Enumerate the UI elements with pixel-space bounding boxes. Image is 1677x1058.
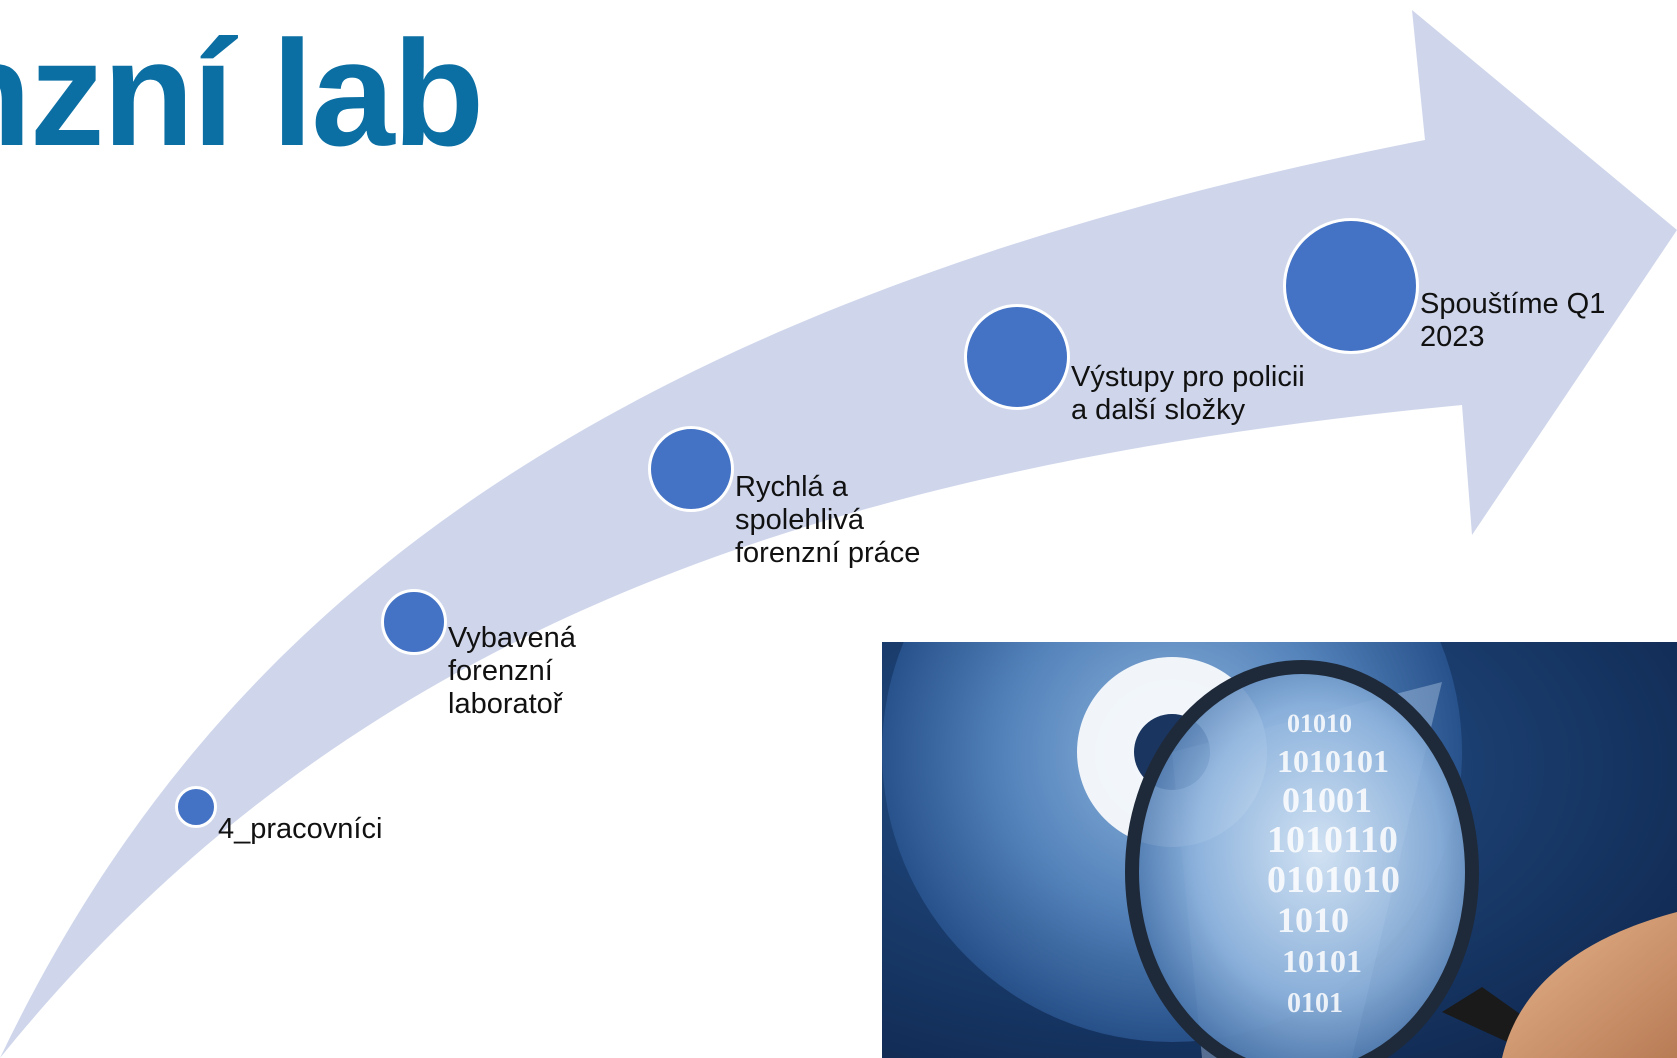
milestone-1-label: 4_pracovníci	[218, 813, 383, 845]
svg-text:1010: 1010	[1277, 900, 1349, 940]
forensics-photo: 01010 1010101 01001 1010110 0101010 1010…	[882, 642, 1677, 1058]
timeline-arrow-shape	[0, 10, 1677, 1058]
svg-text:01001: 01001	[1282, 780, 1372, 820]
magnifying-glass-icon: 01010 1010101 01001 1010110 0101010 1010…	[882, 642, 1677, 1058]
milestone-2-dot	[381, 589, 447, 655]
milestone-3-dot	[648, 426, 734, 512]
svg-text:0101010: 0101010	[1267, 859, 1400, 901]
milestone-1-dot	[175, 786, 217, 828]
svg-text:1010110: 1010110	[1267, 819, 1398, 861]
milestone-5-dot	[1283, 218, 1419, 354]
svg-text:0101: 0101	[1287, 988, 1343, 1019]
svg-text:01010: 01010	[1287, 709, 1352, 738]
page-title: nzní lab	[0, 9, 484, 177]
svg-text:1010101: 1010101	[1277, 743, 1389, 779]
svg-text:10101: 10101	[1282, 943, 1362, 979]
milestone-4-dot	[964, 304, 1070, 410]
